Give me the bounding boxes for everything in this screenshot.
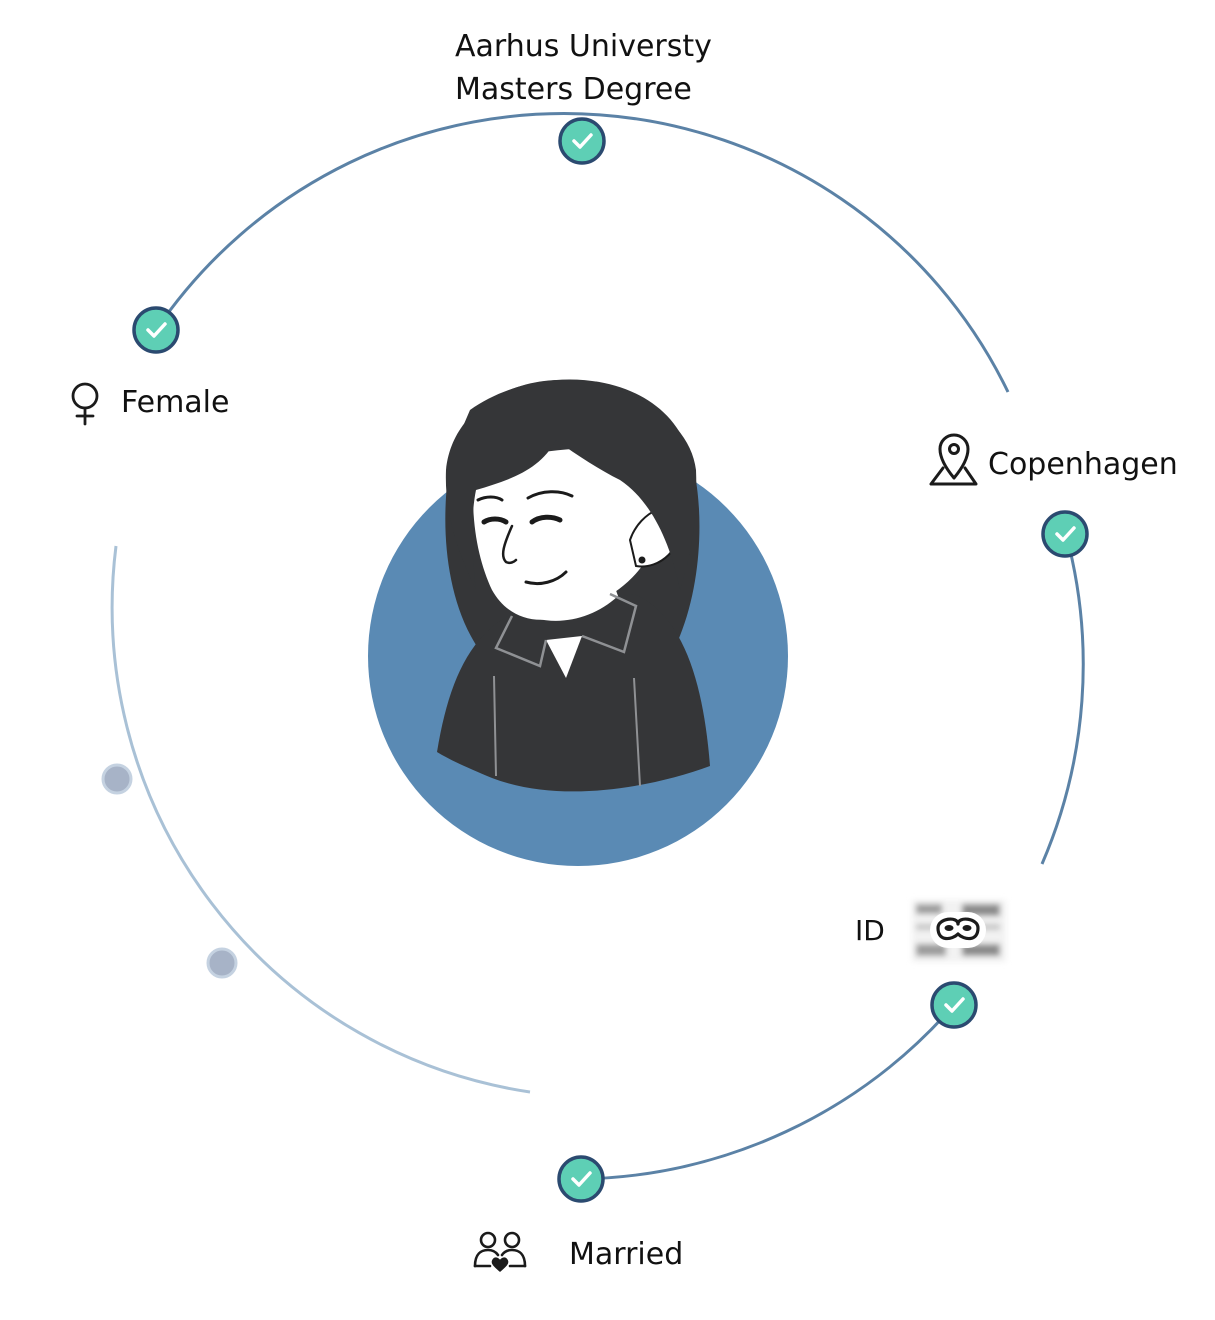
avatar-eye-right (529, 514, 563, 525)
avatar (368, 379, 788, 866)
avatar-brow-left (476, 495, 504, 502)
avatar-mouth (524, 570, 568, 586)
node-gender[interactable] (132, 306, 180, 354)
mask-icon (930, 912, 986, 948)
node-id[interactable] (930, 981, 978, 1029)
gender-label: Female (121, 385, 230, 420)
orbit-arcs (110, 112, 1085, 1181)
location-label: Copenhagen (988, 447, 1178, 482)
check-icon (944, 997, 965, 1013)
avatar-hair-front (445, 380, 697, 590)
avatar-eye-left (481, 516, 509, 525)
id-label: ID (855, 914, 885, 947)
map-pin-icon (929, 433, 978, 486)
orbit-arc-upper (154, 112, 1010, 393)
orbit-arc-lower-right (580, 1004, 956, 1181)
avatar-brow-right (526, 490, 574, 500)
node-education[interactable] (558, 117, 606, 165)
node-location[interactable] (1041, 510, 1089, 558)
orbit-arc-right (1040, 533, 1085, 865)
check-icon (571, 1171, 592, 1187)
avatar-collar (494, 592, 638, 668)
couple-heart-icon (473, 1231, 527, 1272)
education-label: Aarhus Universty Masters Degree (455, 25, 712, 111)
avatar-nose (501, 524, 518, 565)
avatar-face (472, 448, 669, 620)
node-pending-1[interactable] (101, 763, 133, 795)
avatar-shirt (546, 636, 582, 678)
check-icon (146, 322, 167, 338)
marital-status-label: Married (569, 1237, 684, 1272)
node-marital-status[interactable] (557, 1155, 605, 1203)
check-icon (572, 133, 593, 149)
avatar-jacket-seam (493, 675, 641, 787)
node-pending-2[interactable] (206, 947, 238, 979)
female-symbol-icon (71, 382, 99, 426)
avatar-earring (638, 556, 646, 564)
orbit-arc-left (110, 545, 531, 1094)
check-icon (1055, 526, 1076, 542)
avatar-jacket (437, 594, 710, 792)
education-line-1: Aarhus Universty (455, 29, 712, 64)
education-line-2: Masters Degree (455, 72, 692, 107)
